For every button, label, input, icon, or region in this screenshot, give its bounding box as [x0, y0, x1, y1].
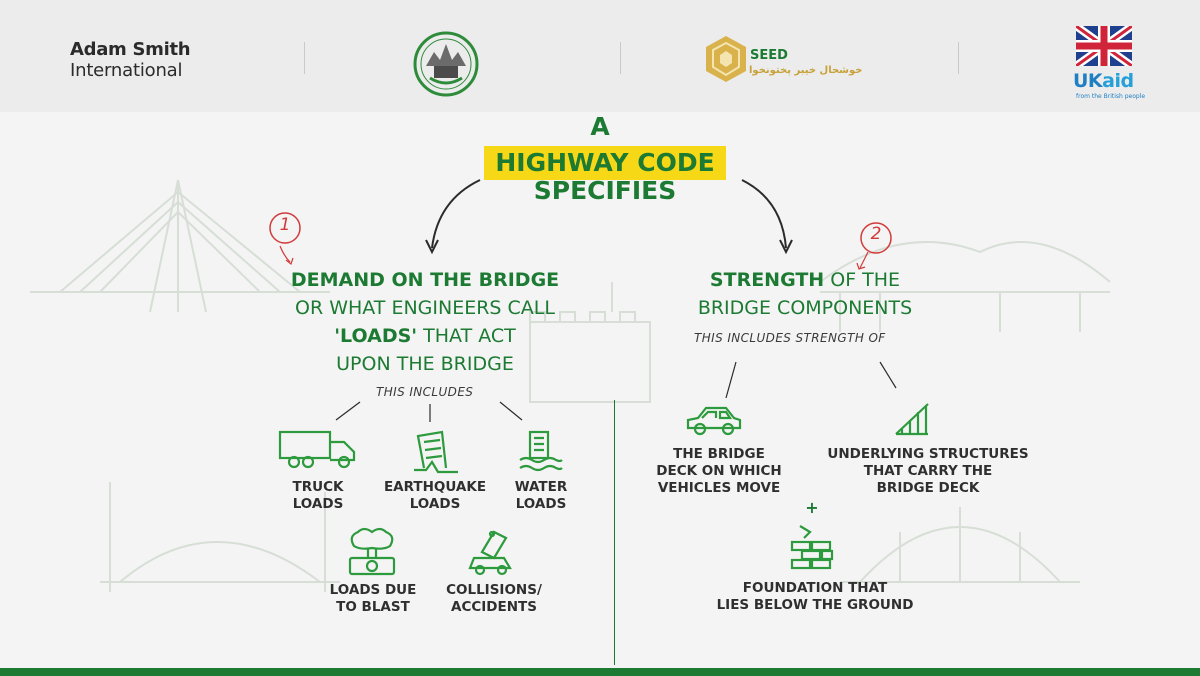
ukaid-wordmark: UKaid [1073, 70, 1134, 92]
number-2-badge-icon [856, 222, 892, 270]
bottom-accent-bar [0, 668, 1200, 676]
number-2-label: 2 [870, 224, 882, 244]
loads-term: 'LOADS' [334, 325, 418, 347]
logo-divider [958, 42, 959, 74]
right-includes-label: THIS INCLUDES STRENGTH OF [694, 331, 886, 345]
plus-sign: + [805, 498, 819, 517]
item-line: BRIDGE DECK [876, 480, 980, 496]
right-heading-rest: OF THE [824, 269, 901, 291]
partner-logo-bar: Adam Smith International SEED خوشحال خیب… [0, 0, 1200, 112]
brick-foundation-icon [790, 525, 834, 570]
seed-hexagon-logo-icon [706, 36, 746, 82]
title-specifies: SPECIFIES [533, 176, 677, 205]
adam-smith-logo: Adam Smith International [70, 39, 191, 81]
item-line: LOADS [515, 496, 567, 512]
truck-icon [278, 430, 356, 469]
item-line: COLLISIONS/ [446, 582, 542, 598]
seed-tagline: خوشحال خیبر پختونخوا [749, 65, 863, 76]
earthquake-building-icon [414, 430, 458, 474]
logo-divider [304, 42, 305, 74]
bridge-background-illustration [30, 179, 1111, 592]
ukaid-aid: aid [1102, 70, 1134, 92]
item-line: LOADS [292, 496, 344, 512]
car-icon [686, 406, 742, 436]
strength-term: STRENGTH [709, 269, 825, 291]
item-line: UNDERLYING STRUCTURES [827, 446, 1029, 462]
item-line: LOADS [409, 496, 461, 512]
title-line-a: A [590, 112, 610, 141]
collisions-label: COLLISIONS/ACCIDENTS [436, 582, 552, 616]
left-includes-label: THIS INCLUDES [376, 385, 474, 399]
left-heading-line4: UPON THE BRIDGE [336, 353, 514, 375]
item-line: THE BRIDGE [673, 446, 765, 462]
seed-name: SEED [750, 48, 788, 63]
number-1-badge-icon [269, 212, 301, 266]
ukaid-subtitle: from the British people [1076, 93, 1146, 100]
blast-icon [348, 527, 396, 576]
ukaid-uk: UK [1073, 70, 1103, 92]
left-heading-line2: OR WHAT ENGINEERS CALL [295, 297, 555, 319]
right-connector-lines [725, 361, 897, 399]
union-flag-icon [1076, 26, 1132, 66]
asi-name: Adam Smith [70, 39, 191, 60]
staircase-structure-icon [895, 403, 929, 436]
kp-government-emblem-icon [413, 31, 479, 97]
item-line: VEHICLES MOVE [657, 480, 781, 496]
item-line: LOADS DUE [329, 582, 417, 598]
asi-subname: International [70, 59, 183, 81]
title-highlight: HIGHWAY CODE [484, 146, 726, 180]
item-line: EARTHQUAKE [383, 479, 487, 495]
left-heading-bold: DEMAND ON THE BRIDGE [290, 269, 560, 291]
left-heading-act: THAT ACT [417, 325, 516, 347]
item-line: LIES BELOW THE GROUND [716, 597, 914, 613]
right-heading-line2: BRIDGE COMPONENTS [697, 297, 913, 319]
item-line: THAT CARRY THE [863, 463, 993, 479]
item-line: ACCIDENTS [451, 599, 537, 615]
logo-divider [620, 42, 621, 74]
number-1-label: 1 [279, 215, 291, 235]
item-line: FOUNDATION THAT [742, 580, 888, 596]
item-line: DECK ON WHICH [656, 463, 782, 479]
right-heading-line1: STRENGTH OF THE [680, 268, 930, 293]
water-flood-icon [519, 430, 563, 472]
left-heading-line3: 'LOADS' THAT ACT [270, 324, 580, 349]
section-divider [614, 400, 615, 665]
item-line: TRUCK [292, 479, 344, 495]
car-collision-icon [468, 530, 512, 576]
curved-arrows-icon [425, 179, 793, 255]
left-connector-lines [335, 401, 523, 422]
item-line: WATER [514, 479, 568, 495]
item-line: TO BLAST [336, 599, 410, 615]
